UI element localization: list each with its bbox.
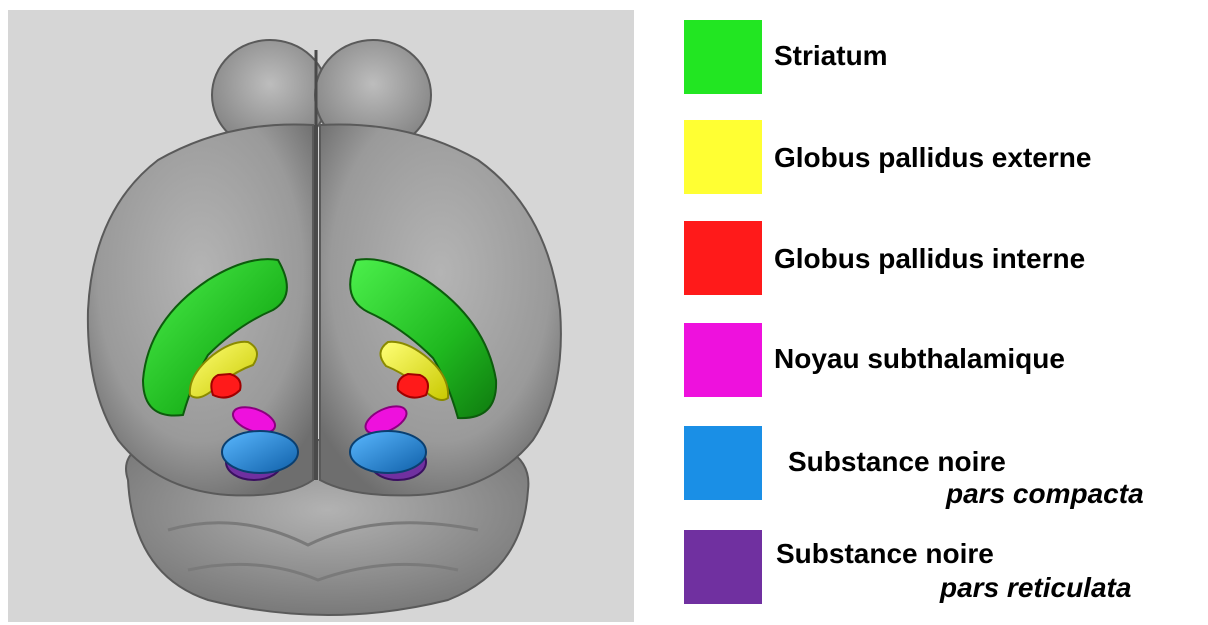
- legend-label-substance-noire-reticulata: Substance noire: [776, 538, 994, 570]
- legend-swatch-noyau-subthalamique: [684, 323, 762, 397]
- legend-swatch-striatum: [684, 20, 762, 94]
- legend-swatch-substance-noire-compacta: [684, 426, 762, 500]
- legend-label-striatum: Striatum: [774, 40, 888, 72]
- brain-illustration: [8, 10, 634, 622]
- legend-swatch-substance-noire-reticulata: [684, 530, 762, 604]
- legend-sublabel-pars-reticulata: pars reticulata: [940, 572, 1131, 604]
- legend-item-substance-noire-compacta: Substance noire pars compacta: [684, 426, 1204, 506]
- legend-swatch-globus-pallidus-interne: [684, 221, 762, 295]
- legend-item-striatum: Striatum: [684, 20, 1204, 100]
- globus-pallidus-interne-right: [398, 374, 428, 398]
- legend: Striatum Globus pallidus externe Globus …: [684, 0, 1204, 625]
- legend-sublabel-pars-compacta: pars compacta: [946, 478, 1144, 510]
- substance-noire-compacta-left: [222, 431, 298, 473]
- legend-item-globus-pallidus-externe: Globus pallidus externe: [684, 120, 1204, 200]
- brain-render-panel: [8, 10, 634, 622]
- legend-item-substance-noire-reticulata: Substance noire pars reticulata: [684, 530, 1204, 610]
- legend-label-substance-noire-compacta: Substance noire: [788, 446, 1006, 478]
- legend-swatch-globus-pallidus-externe: [684, 120, 762, 194]
- globus-pallidus-interne-left: [211, 374, 240, 398]
- legend-item-noyau-subthalamique: Noyau subthalamique: [684, 323, 1204, 403]
- legend-item-globus-pallidus-interne: Globus pallidus interne: [684, 221, 1204, 301]
- legend-label-globus-pallidus-interne: Globus pallidus interne: [774, 243, 1085, 275]
- substance-noire-compacta-right: [350, 431, 426, 473]
- legend-label-noyau-subthalamique: Noyau subthalamique: [774, 343, 1065, 375]
- legend-label-globus-pallidus-externe: Globus pallidus externe: [774, 142, 1091, 174]
